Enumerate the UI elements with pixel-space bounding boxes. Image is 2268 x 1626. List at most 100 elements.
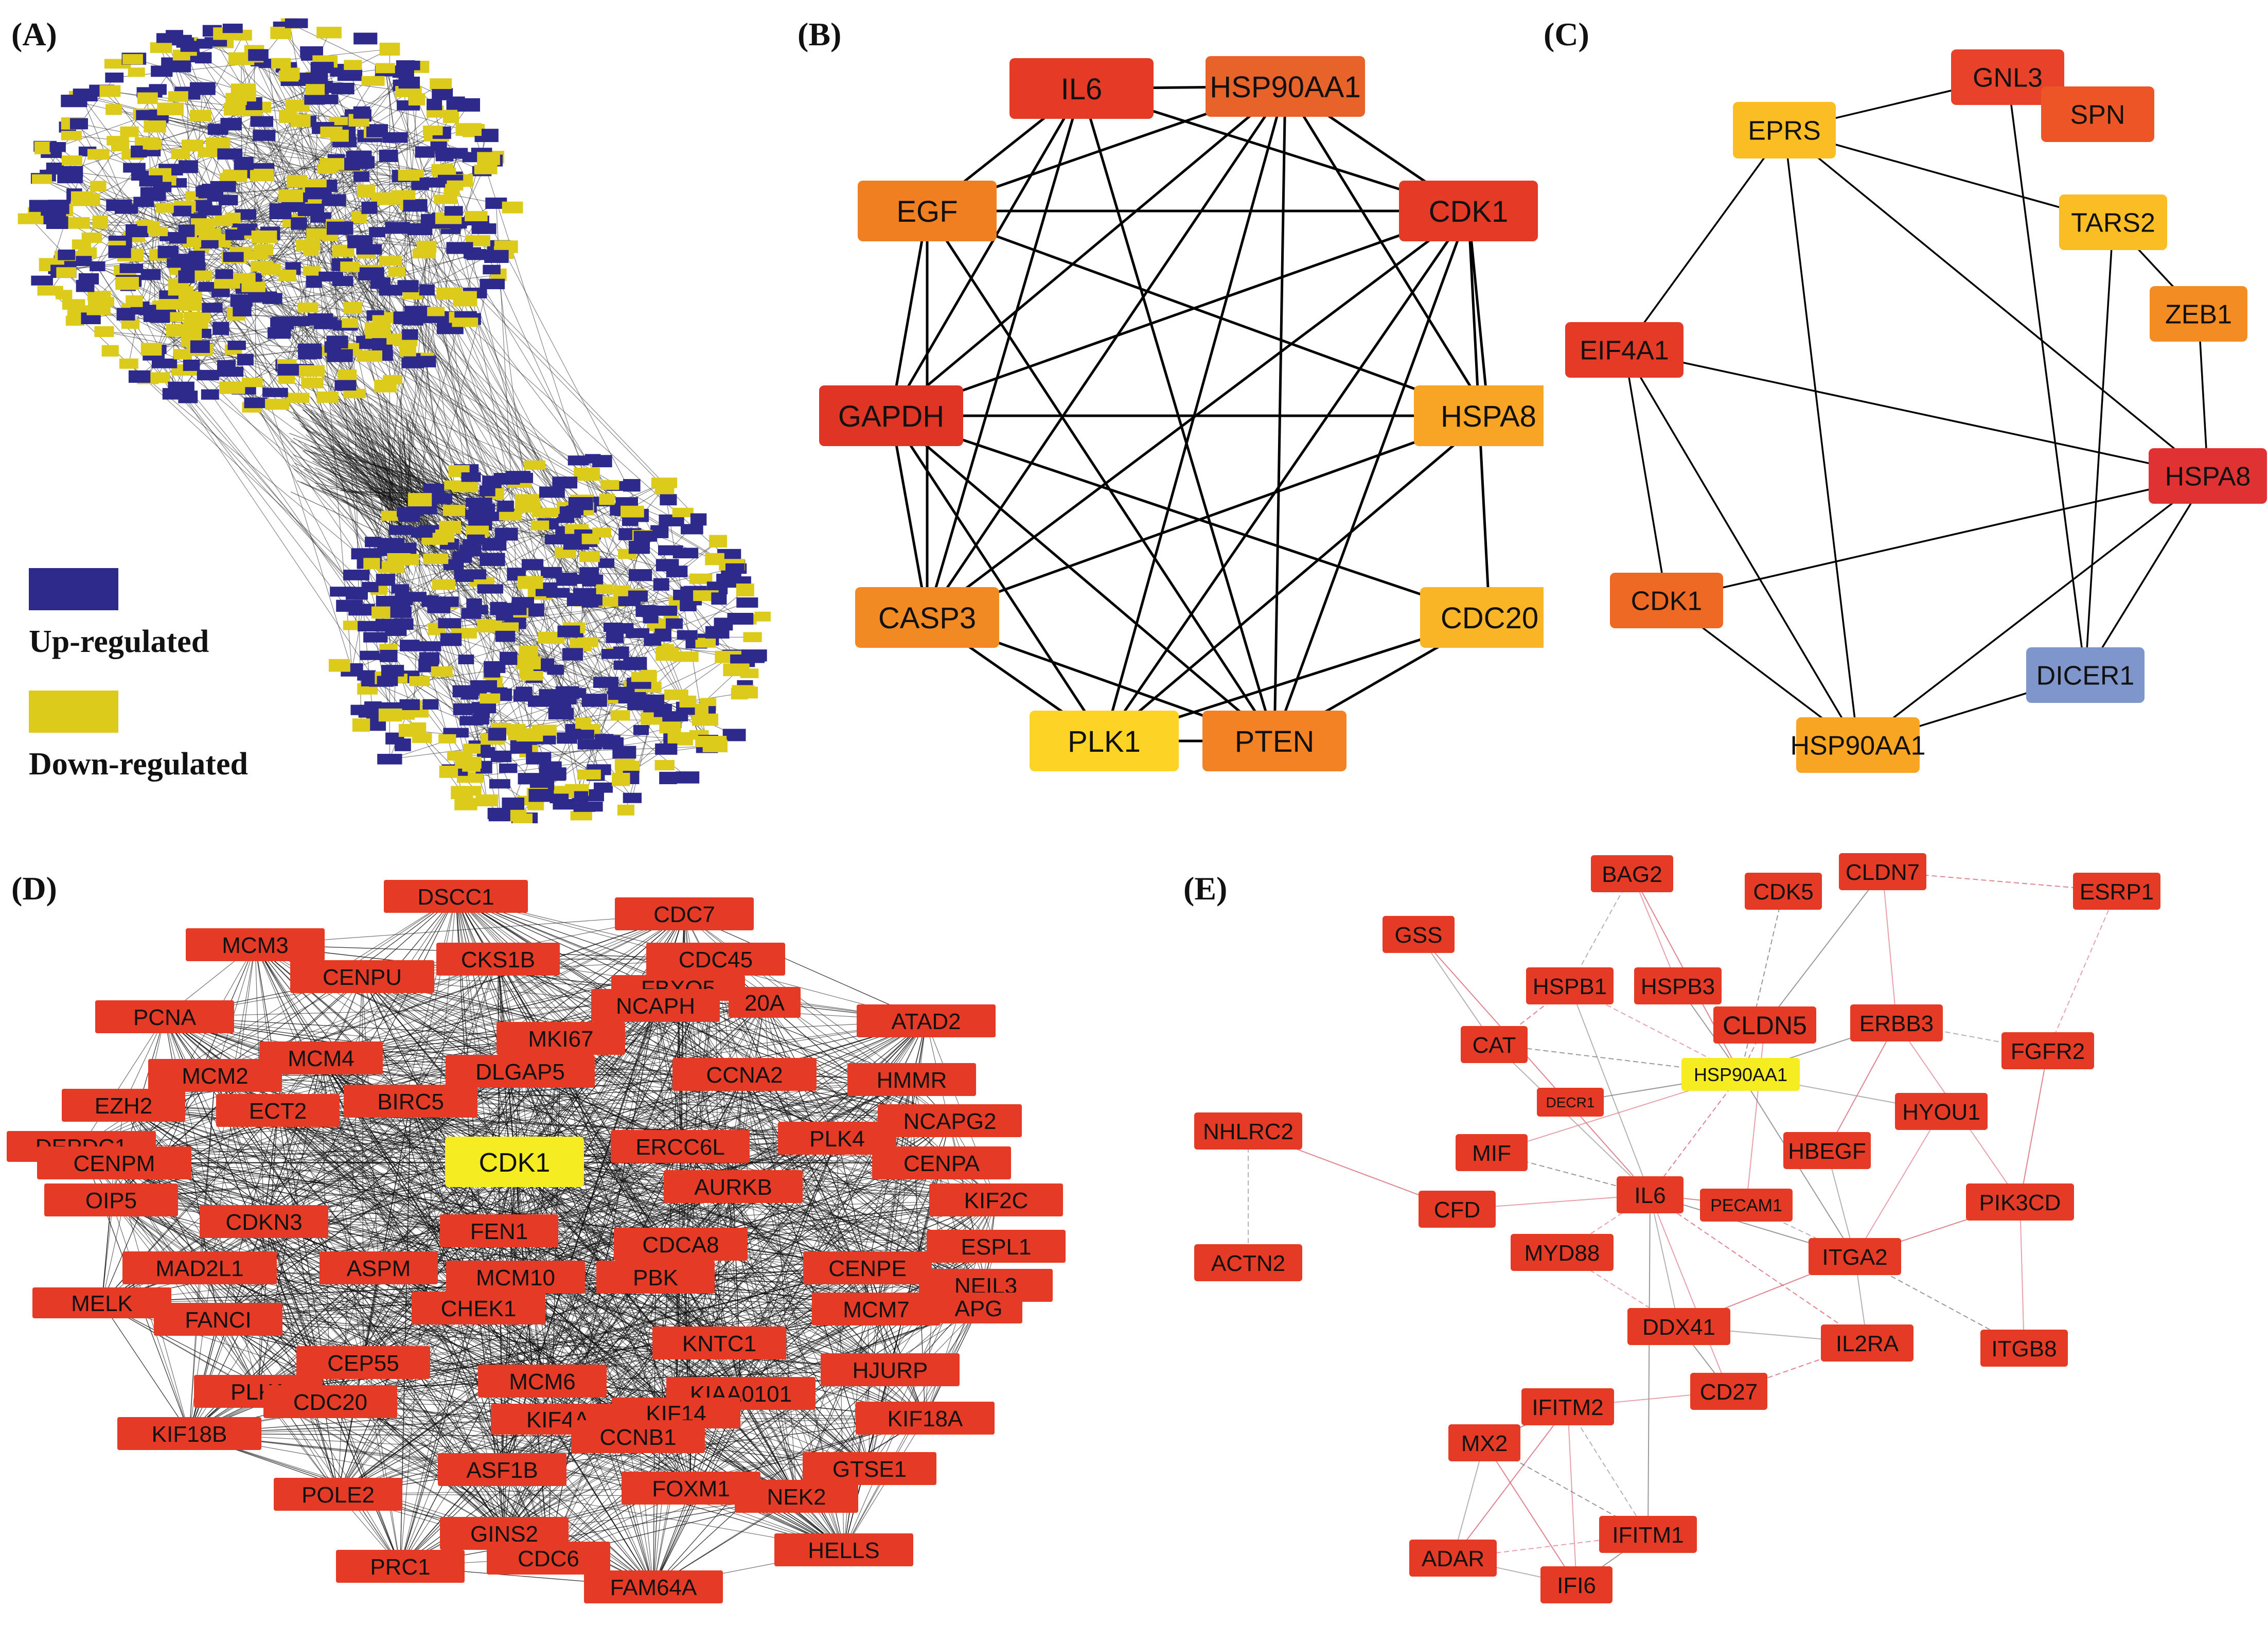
network-d-node-aurkb[interactable]: AURKB [664, 1170, 803, 1203]
network-e-node-ifitm1[interactable]: IFITM1 [1599, 1516, 1697, 1553]
network-d-node-ncaph[interactable]: NCAPH [591, 989, 720, 1022]
network-d-node-cdc6[interactable]: CDC6 [487, 1542, 610, 1575]
network-d-node-cks1b[interactable]: CKS1B [436, 943, 560, 976]
network-d-node-mcm6[interactable]: MCM6 [478, 1365, 607, 1398]
network-d-node-birc5[interactable]: BIRC5 [344, 1085, 477, 1118]
network-d-node-20a[interactable]: 20A [729, 987, 801, 1018]
network-d-node-chek1[interactable]: CHEK1 [412, 1292, 545, 1324]
network-d-node-cdc45[interactable]: CDC45 [646, 943, 785, 976]
network-d-node-hells[interactable]: HELLS [774, 1533, 913, 1566]
network-e-node-gss[interactable]: GSS [1383, 916, 1455, 953]
network-e-node-erbb3[interactable]: ERBB3 [1850, 1004, 1943, 1041]
network-e-node-hbegf[interactable]: HBEGF [1783, 1132, 1871, 1169]
network-e-node-bag2[interactable]: BAG2 [1591, 855, 1673, 892]
network-d-node-atad2[interactable]: ATAD2 [857, 1004, 996, 1037]
network-d-node-prc1[interactable]: PRC1 [336, 1550, 465, 1583]
network-d-node-aspm[interactable]: ASPM [320, 1251, 438, 1284]
network-d-node-oip5[interactable]: OIP5 [44, 1183, 178, 1216]
network-d-node-cdc7[interactable]: CDC7 [615, 897, 754, 930]
network-d-node-cenpe[interactable]: CENPE [803, 1251, 932, 1284]
network-c-node-spn[interactable]: SPN [2041, 86, 2154, 142]
network-d-node-hmmr[interactable]: HMMR [847, 1063, 976, 1096]
network-d-node-kif18a[interactable]: KIF18A [856, 1402, 995, 1435]
network-c-node-eif4a1[interactable]: EIF4A1 [1565, 322, 1684, 378]
network-e-node-ifi6[interactable]: IFI6 [1540, 1566, 1613, 1603]
network-d-node-cenpa[interactable]: CENPA [872, 1146, 1011, 1179]
network-d-node-mcm10[interactable]: MCM10 [446, 1261, 585, 1294]
network-e-node-pecam1[interactable]: PECAM1 [1700, 1189, 1793, 1222]
network-d-node-dscc1[interactable]: DSCC1 [384, 880, 528, 913]
network-d-node-foxm1[interactable]: FOXM1 [622, 1472, 760, 1505]
network-d-node-mki67[interactable]: MKI67 [497, 1022, 625, 1055]
network-d-node-cep55[interactable]: CEP55 [296, 1346, 430, 1379]
network-e-node-nhlrc2[interactable]: NHLRC2 [1194, 1112, 1302, 1150]
network-d-node-nek2[interactable]: NEK2 [735, 1480, 858, 1513]
network-e-node-itgb8[interactable]: ITGB8 [1980, 1330, 2068, 1367]
network-b-node-cdk1[interactable]: CDK1 [1399, 181, 1538, 241]
network-d-node-ercc6l[interactable]: ERCC6L [611, 1130, 750, 1163]
network-d-node-hjurp[interactable]: HJURP [821, 1353, 960, 1386]
network-e-node-fgfr2[interactable]: FGFR2 [2001, 1032, 2094, 1069]
network-e-node-pik3cd[interactable]: PIK3CD [1966, 1183, 2074, 1221]
network-d-node-pbk[interactable]: PBK [596, 1261, 715, 1294]
network-c-node-dicer1[interactable]: DICER1 [2026, 647, 2145, 703]
network-c-node-tars2[interactable]: TARS2 [2059, 195, 2167, 250]
network-c-node-cdk1[interactable]: CDK1 [1610, 573, 1723, 628]
network-d-node-hub[interactable]: CDK1 [445, 1137, 584, 1187]
network-e-node-cfd[interactable]: CFD [1419, 1191, 1496, 1228]
network-e-node-il6[interactable]: IL6 [1617, 1176, 1684, 1213]
network-b-node-il6[interactable]: IL6 [1009, 58, 1154, 119]
network-b-node-casp3[interactable]: CASP3 [855, 587, 999, 648]
network-e-node-decr1[interactable]: DECR1 [1537, 1088, 1604, 1117]
network-d-node-mcm2[interactable]: MCM2 [148, 1059, 282, 1092]
network-e-node-hspb3[interactable]: HSPB3 [1634, 967, 1722, 1004]
network-d-node-mad2l1[interactable]: MAD2L1 [122, 1251, 277, 1284]
network-d-node-cenpu[interactable]: CENPU [290, 960, 434, 993]
network-d-node-ccna2[interactable]: CCNA2 [672, 1058, 817, 1091]
network-d-node-pcna[interactable]: PCNA [95, 1000, 234, 1033]
network-e-node-cldn7[interactable]: CLDN7 [1839, 853, 1926, 890]
network-d-node-ezh2[interactable]: EZH2 [62, 1089, 185, 1122]
network-d-node-fanci[interactable]: FANCI [154, 1303, 282, 1336]
network-e-node-cldn5[interactable]: CLDN5 [1713, 1006, 1816, 1044]
network-e-node-hsp90aa1[interactable]: HSP90AA1 [1681, 1058, 1800, 1091]
network-d-node-cdc20[interactable]: CDC20 [263, 1385, 397, 1418]
network-d-node-mcm3[interactable]: MCM3 [186, 928, 325, 961]
network-e-node-il2ra[interactable]: IL2RA [1821, 1324, 1913, 1362]
network-d-node-fam64a[interactable]: FAM64A [584, 1570, 723, 1603]
network-e-node-esrp1[interactable]: ESRP1 [2073, 873, 2160, 910]
network-b-node-cdc20[interactable]: CDC20 [1420, 587, 1544, 648]
network-d-node-pole2[interactable]: POLE2 [274, 1478, 402, 1511]
network-d-node-kif2c[interactable]: KIF2C [929, 1183, 1063, 1216]
network-b-node-egf[interactable]: EGF [858, 181, 997, 241]
network-e-node-hyou1[interactable]: HYOU1 [1895, 1093, 1988, 1130]
network-c-node-gnl3[interactable]: GNL3 [1951, 49, 2064, 105]
network-e-node-ddx41[interactable]: DDX41 [1627, 1308, 1730, 1345]
network-e-node-myd88[interactable]: MYD88 [1511, 1234, 1614, 1271]
network-e-node-mif[interactable]: MIF [1456, 1134, 1528, 1171]
network-d-node-mcm7[interactable]: MCM7 [812, 1293, 941, 1325]
network-e-node-actn2[interactable]: ACTN2 [1194, 1244, 1302, 1281]
network-d-node-melk[interactable]: MELK [32, 1287, 171, 1318]
network-d-node-ccnb1[interactable]: CCNB1 [571, 1420, 705, 1453]
network-e-node-cdk5[interactable]: CDK5 [1745, 873, 1822, 910]
network-d-node-cdca8[interactable]: CDCA8 [614, 1228, 748, 1261]
network-e-node-adar[interactable]: ADAR [1409, 1540, 1497, 1577]
network-e-node-ifitm2[interactable]: IFITM2 [1521, 1388, 1614, 1425]
network-d-node-mcm4[interactable]: MCM4 [259, 1041, 383, 1074]
network-b-node-plk1[interactable]: PLK1 [1030, 711, 1179, 771]
network-d-node-asf1b[interactable]: ASF1B [438, 1453, 566, 1486]
network-c-node-zeb1[interactable]: ZEB1 [2150, 286, 2247, 342]
network-b-node-gapdh[interactable]: GAPDH [819, 385, 963, 446]
network-d-node-ect2[interactable]: ECT2 [216, 1094, 340, 1127]
network-d-node-kif18b[interactable]: KIF18B [117, 1417, 261, 1450]
network-d-node-cdkn3[interactable]: CDKN3 [200, 1205, 328, 1238]
network-e-node-mx2[interactable]: MX2 [1448, 1424, 1520, 1461]
network-b-node-pten[interactable]: PTEN [1202, 711, 1346, 771]
network-d-node-espl1[interactable]: ESPL1 [927, 1230, 1066, 1263]
network-d-node-apg[interactable]: APG [935, 1293, 1022, 1323]
network-b-node-hspa8[interactable]: HSPA8 [1414, 385, 1544, 446]
network-d-node-plk4[interactable]: PLK4 [778, 1122, 896, 1155]
network-c-node-hsp90aa1[interactable]: HSP90AA1 [1790, 717, 1926, 773]
network-d-node-fen1[interactable]: FEN1 [440, 1214, 558, 1247]
